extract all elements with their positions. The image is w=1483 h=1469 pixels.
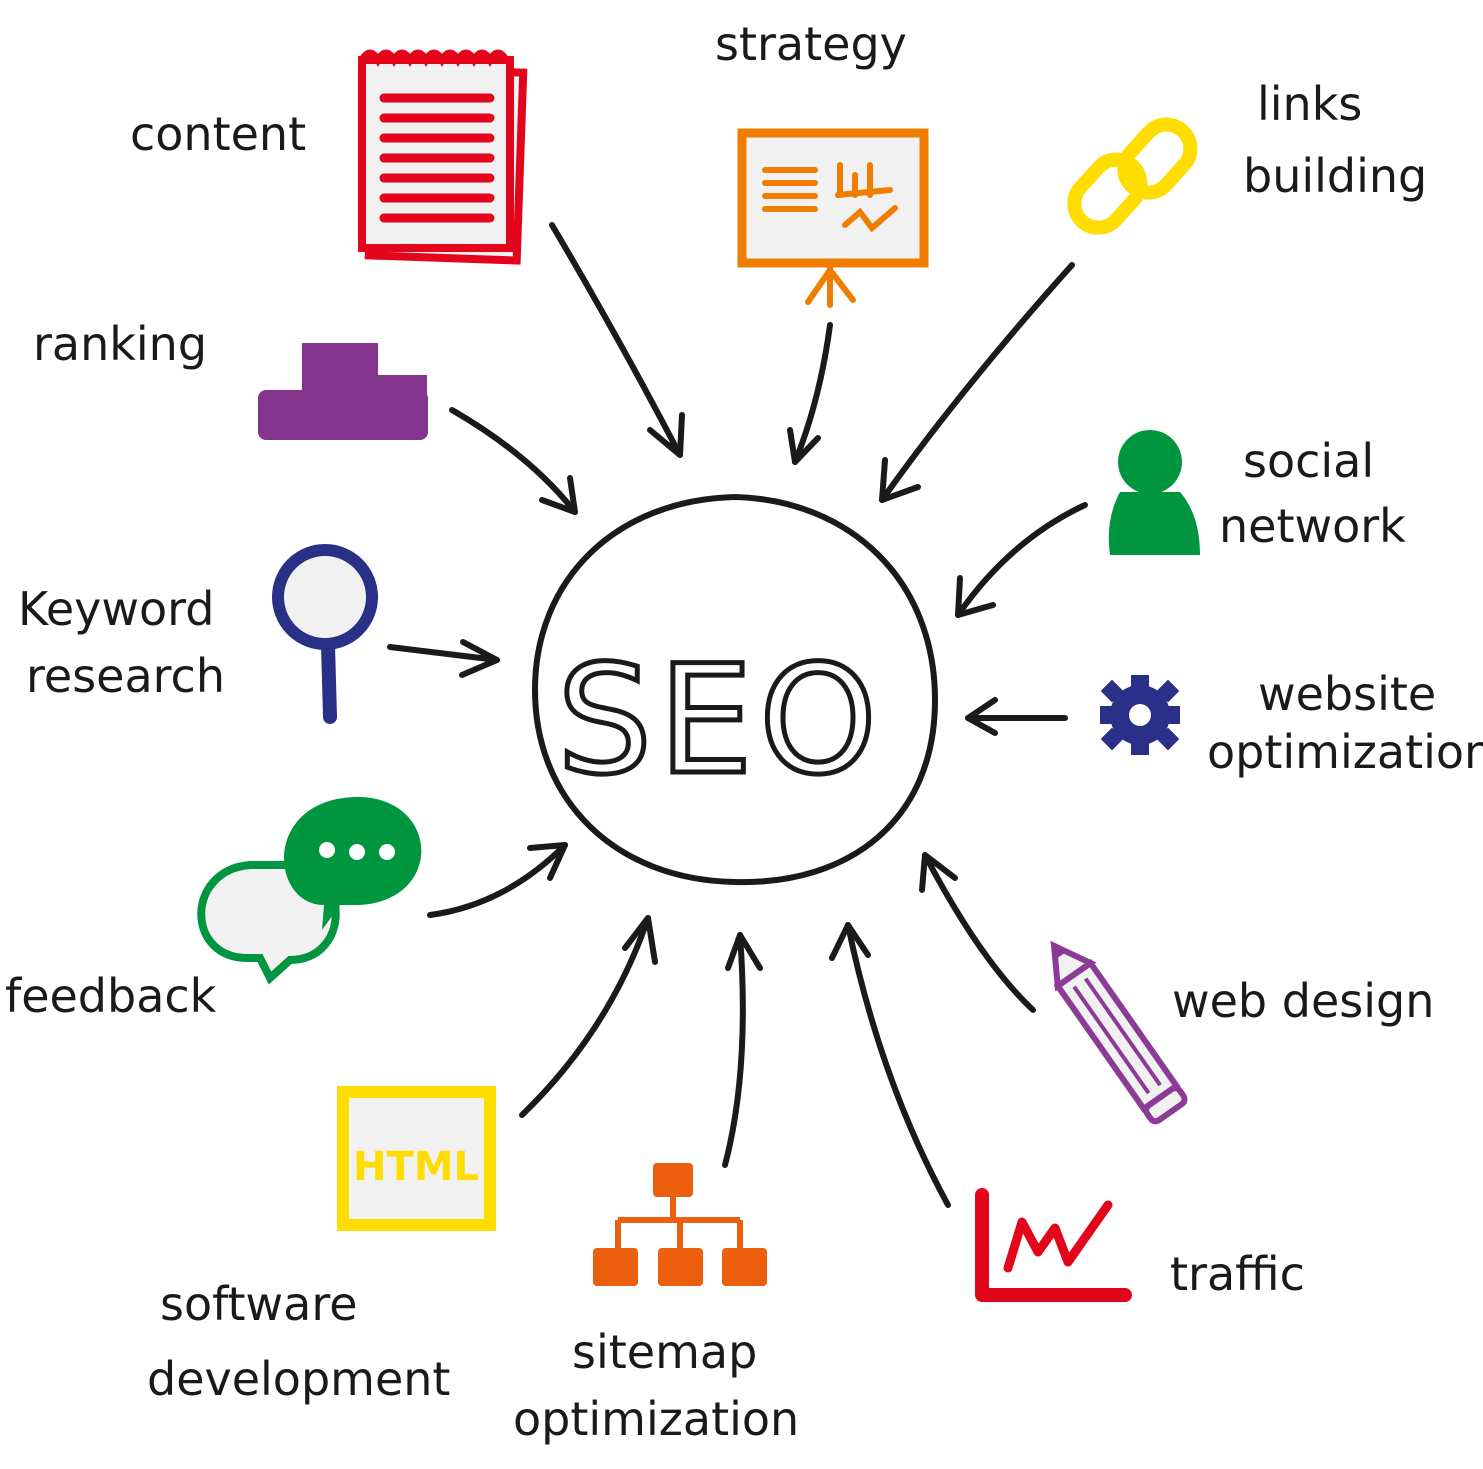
label-development: development — [147, 1352, 450, 1406]
label-feedback: feedback — [5, 969, 217, 1023]
label-optimization-right: optimization — [1207, 725, 1483, 779]
label-content: content — [130, 107, 306, 161]
arrow-traffic — [845, 922, 951, 1208]
podium-icon — [258, 343, 428, 440]
arrow-content — [549, 222, 683, 458]
label-software: software — [160, 1277, 358, 1331]
label-research: research — [26, 649, 225, 703]
pencil-icon — [1050, 940, 1188, 1125]
arrow-strategy-head — [787, 427, 821, 465]
arrow-software — [519, 915, 651, 1118]
arrow-content-head — [647, 412, 685, 458]
label-links: links — [1257, 77, 1362, 131]
label-building: building — [1243, 149, 1427, 203]
arrow-keyword — [387, 644, 500, 663]
arrow-software-head — [622, 915, 658, 965]
magnifier-icon — [272, 544, 378, 724]
arrow-links — [879, 262, 1075, 503]
arrow-keyword-head — [459, 639, 500, 678]
label-optimization-bottom: optimization — [513, 1392, 799, 1446]
chat-bubbles-icon — [197, 796, 422, 985]
chain-link-icon — [1067, 117, 1198, 235]
html-icon: HTML — [337, 1086, 496, 1231]
label-keyword: Keyword — [18, 582, 214, 636]
label-sitemap: sitemap — [572, 1325, 757, 1379]
arrow-social-head — [955, 575, 996, 618]
arrow-traffic-head — [829, 922, 871, 961]
gear-icon — [1100, 675, 1180, 755]
arrow-links-head — [879, 457, 921, 503]
arrow-webdesign — [922, 852, 1036, 1013]
arrow-ranking-head — [539, 475, 578, 515]
arrows — [387, 222, 1088, 1208]
label-web-design: web design — [1172, 974, 1434, 1028]
arrow-feedback-head — [527, 842, 568, 881]
arrow-social — [955, 502, 1088, 618]
html-icon-label: HTML — [353, 1144, 479, 1190]
label-traffic: traffic — [1170, 1247, 1305, 1301]
label-strategy: strategy — [715, 17, 907, 71]
line-chart-icon — [975, 1188, 1132, 1302]
seo-label: SEO — [557, 634, 883, 808]
arrow-strategy — [792, 322, 833, 465]
arrow-ranking — [449, 407, 578, 515]
arrow-website-head — [965, 697, 998, 736]
label-website: website — [1258, 667, 1436, 721]
arrow-sitemap-head — [725, 932, 763, 971]
arrow-sitemap — [722, 932, 746, 1168]
person-icon — [1108, 430, 1200, 555]
label-ranking: ranking — [33, 317, 207, 371]
arrow-webdesign-head — [919, 852, 958, 893]
sitemap-icon — [593, 1163, 767, 1286]
notepad-icon — [358, 49, 528, 265]
arrow-feedback — [427, 842, 568, 918]
labels: content strategy links building social n… — [5, 17, 1483, 1446]
seo-circle — [531, 493, 939, 886]
label-social: social — [1243, 434, 1374, 488]
label-network: network — [1219, 499, 1406, 553]
presentation-board-icon — [737, 128, 929, 308]
